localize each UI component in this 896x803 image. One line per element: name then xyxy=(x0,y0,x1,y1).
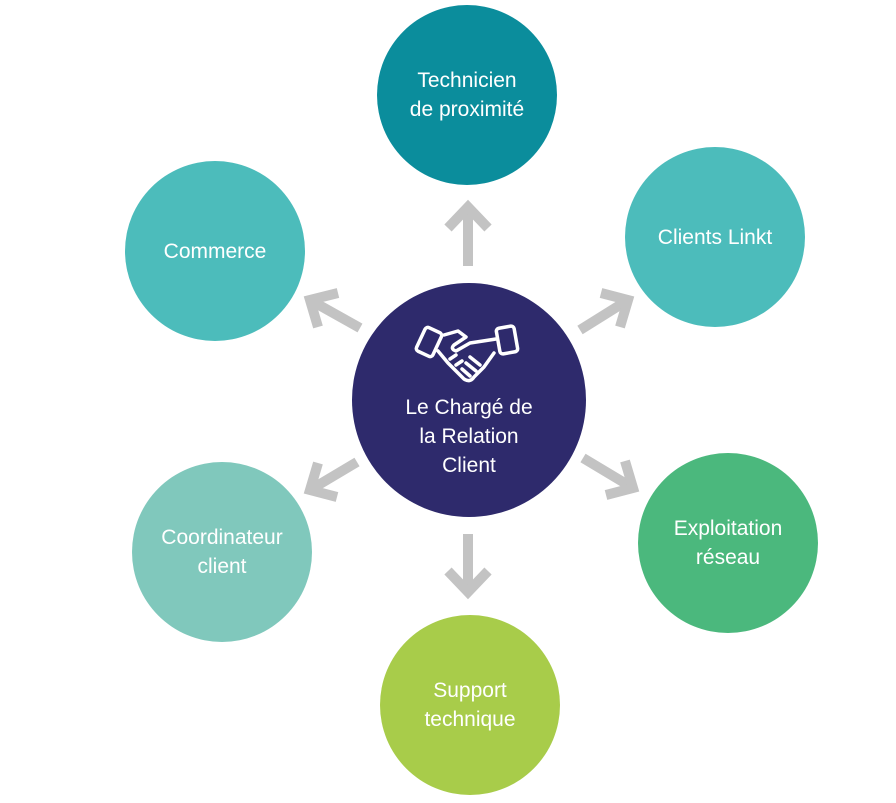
center-label: Client xyxy=(442,454,496,477)
arrow-to-coordinateur xyxy=(303,457,360,502)
node-label: Technicien xyxy=(417,69,517,92)
center-node-charge-relation-client: Le Chargé de la Relation Client xyxy=(352,283,586,517)
arrow-to-clients xyxy=(577,288,635,335)
node-technicien-de-proximite: Technicien de proximité xyxy=(377,5,557,185)
node-label: technique xyxy=(424,708,516,731)
arrow-to-support xyxy=(444,534,492,600)
node-label: réseau xyxy=(695,546,761,569)
node-label: de proximité xyxy=(409,98,525,121)
arrow-to-technicien xyxy=(444,199,492,266)
node-coordinateur-client: Coordinateur client xyxy=(132,462,312,642)
node-label: Coordinateur xyxy=(161,526,283,549)
handshake-icon xyxy=(414,324,520,383)
node-clients-linkt: Clients Linkt xyxy=(625,147,805,327)
node-support-technique: Support technique xyxy=(380,615,560,795)
node-label: client xyxy=(197,555,247,578)
node-label: Support xyxy=(433,679,507,702)
node-label: Exploitation xyxy=(673,517,783,540)
node-label: Clients Linkt xyxy=(657,225,773,249)
node-label: Commerce xyxy=(163,239,267,263)
node-exploitation-reseau: Exploitation réseau xyxy=(638,453,818,633)
arrow-to-commerce xyxy=(303,288,363,333)
arrow-to-exploitation xyxy=(580,453,640,500)
center-label: la Relation xyxy=(419,425,519,448)
center-label: Le Chargé de xyxy=(405,396,533,419)
node-commerce: Commerce xyxy=(125,161,305,341)
